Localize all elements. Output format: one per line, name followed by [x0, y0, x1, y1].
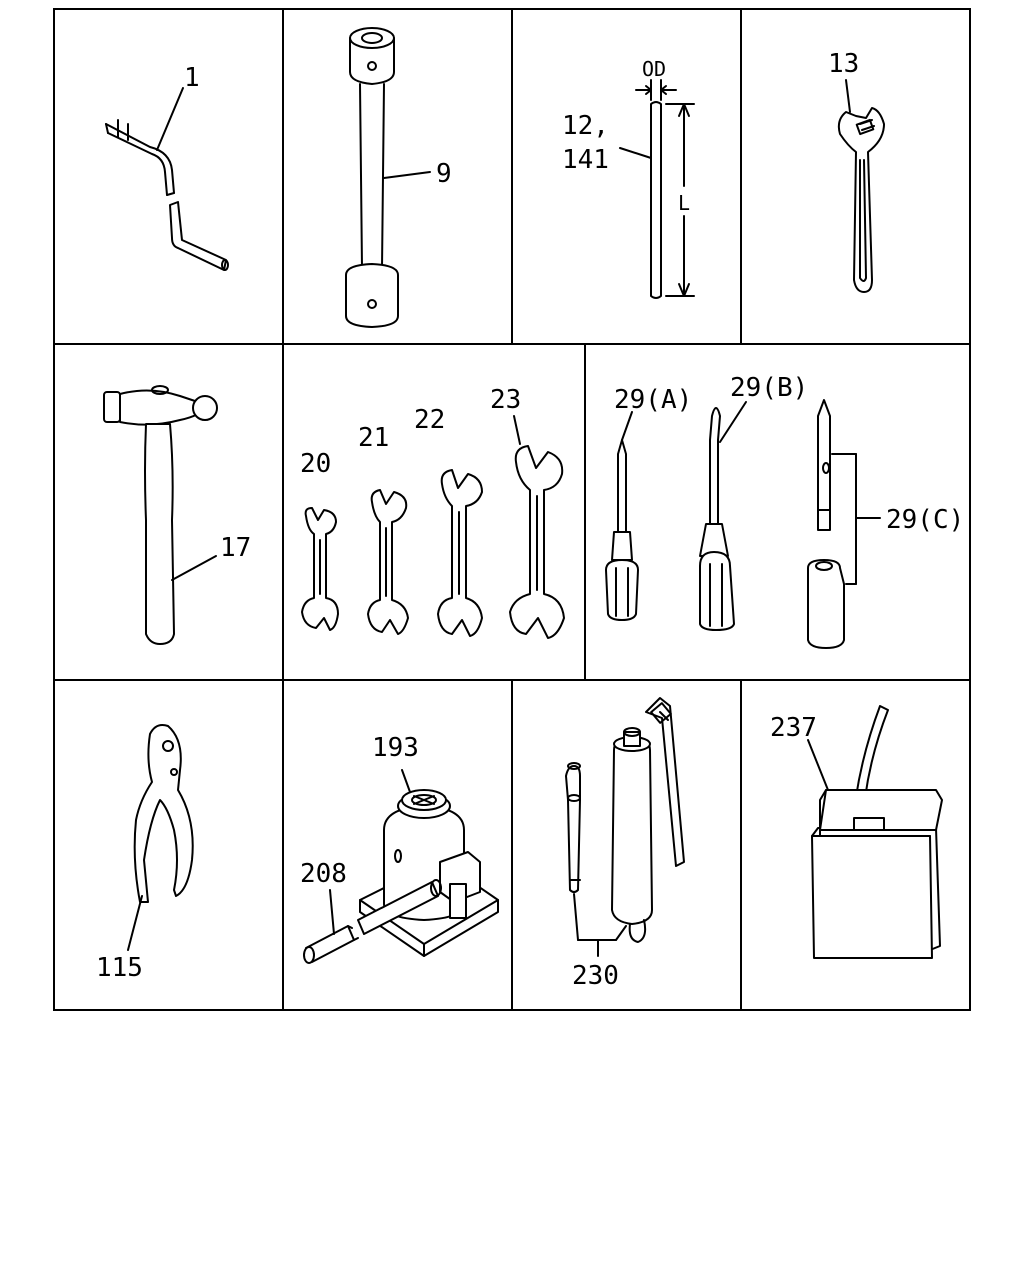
tool-22-wrench[interactable]	[437, 469, 483, 637]
tool-12-141-rod[interactable]	[619, 79, 695, 299]
label-20: 20	[300, 449, 331, 479]
label-23: 23	[490, 385, 521, 415]
label-l: L	[678, 191, 690, 215]
tool-17-ball-peen-hammer[interactable]	[103, 385, 218, 645]
label-21: 21	[358, 423, 389, 453]
tool-23-wrench[interactable]	[509, 415, 565, 639]
tool-21-wrench[interactable]	[367, 489, 409, 635]
tool-230-grease-gun[interactable]	[565, 697, 685, 957]
label-22: 22	[414, 405, 445, 435]
label-13: 13	[828, 49, 859, 79]
tool-9-box-wrench[interactable]	[345, 27, 431, 328]
tool-115-pliers[interactable]	[127, 724, 194, 951]
label-12: 12,	[562, 111, 609, 141]
tool-29a-screwdriver[interactable]	[605, 411, 639, 621]
grid-frame	[53, 8, 971, 1011]
tool-208-jack-handle[interactable]	[303, 879, 442, 964]
label-115: 115	[96, 953, 143, 983]
tool-193-bottle-jack[interactable]	[359, 769, 499, 957]
label-od: OD	[642, 57, 666, 81]
label-9: 9	[436, 159, 452, 189]
label-230: 230	[572, 961, 619, 991]
tool-1-crank-bar[interactable]	[105, 87, 229, 271]
label-29b: 29(B)	[730, 373, 808, 403]
tool-20-wrench[interactable]	[301, 507, 339, 631]
label-208: 208	[300, 859, 347, 889]
label-141: 141	[562, 145, 609, 175]
label-29a: 29(A)	[614, 385, 692, 415]
label-29c: 29(C)	[886, 505, 964, 535]
label-1: 1	[184, 63, 200, 93]
tool-237-tool-bag[interactable]	[807, 705, 943, 959]
label-193: 193	[372, 733, 419, 763]
label-17: 17	[220, 533, 251, 563]
tool-29b-screwdriver[interactable]	[699, 401, 747, 631]
label-237: 237	[770, 713, 817, 743]
tool-29c-screwdriver-set[interactable]	[807, 399, 881, 649]
tool-13-adjustable-wrench[interactable]	[837, 79, 885, 293]
